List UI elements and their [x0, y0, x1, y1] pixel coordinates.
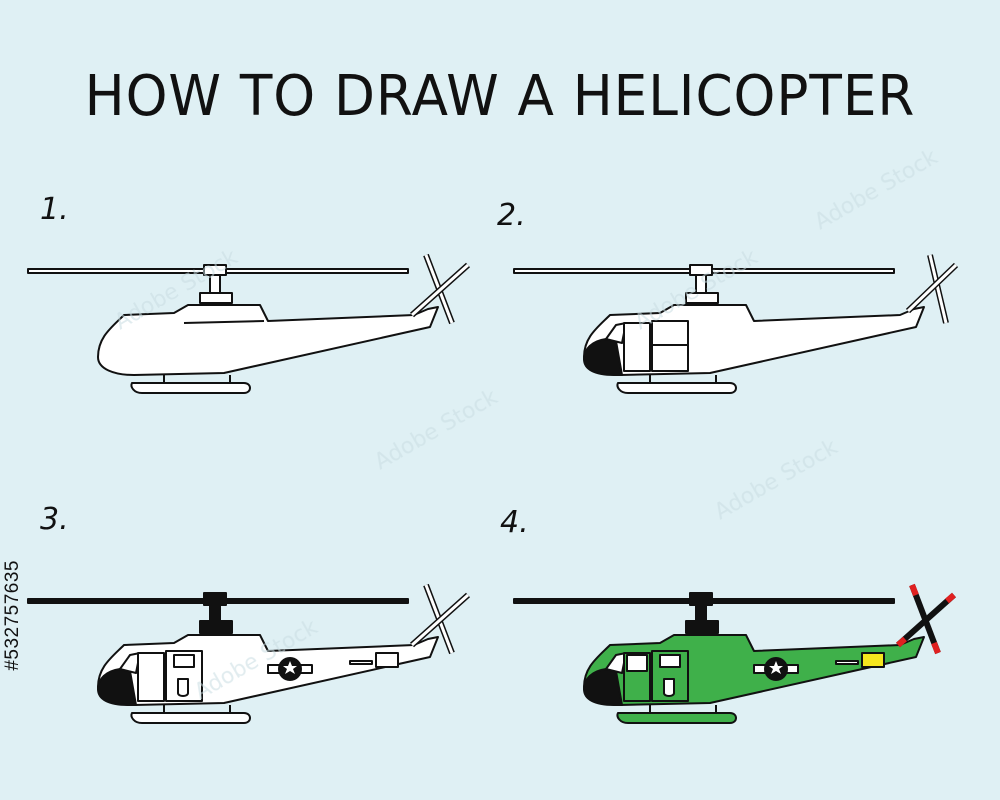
helicopter-step-4 — [513, 583, 956, 724]
helicopter-step-3 — [27, 583, 470, 724]
rotor-hub — [203, 264, 227, 276]
helicopter-step-2 — [513, 254, 959, 394]
nose-cone — [583, 338, 623, 376]
stock-image-id: #532757635 — [2, 560, 23, 671]
step-number-1: 1. — [40, 192, 69, 227]
landing-skid — [130, 382, 251, 394]
fuselage-outline — [97, 304, 439, 376]
step-number-4: 4. — [500, 505, 529, 540]
rotor-mast — [209, 274, 221, 294]
yellow-panel — [861, 652, 885, 668]
svg-text:Adobe Stock: Adobe Stock — [711, 435, 843, 526]
helicopter-step-1 — [27, 253, 470, 394]
landing-skid-green — [616, 712, 737, 724]
page-title: HOW TO DRAW A HELICOPTER — [84, 64, 916, 129]
rotor-mount — [199, 292, 233, 304]
step-number-2: 2. — [497, 198, 526, 233]
door-handle — [177, 678, 189, 697]
step-number-3: 3. — [40, 502, 69, 537]
window-front — [623, 322, 651, 372]
svg-text:Adobe Stock: Adobe Stock — [811, 145, 943, 236]
